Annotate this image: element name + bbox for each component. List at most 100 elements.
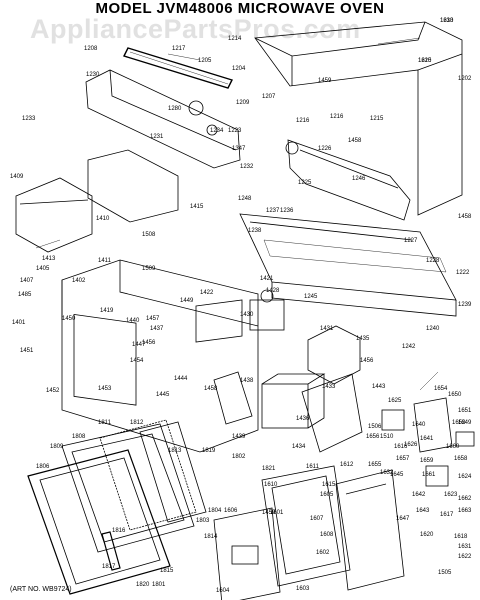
part-number-labels: 1213121012021217121612141208120912051204… bbox=[10, 18, 472, 594]
part-label: 1409 bbox=[10, 174, 24, 180]
part-label: 1657 bbox=[396, 456, 410, 462]
blower-housing bbox=[287, 139, 411, 221]
part-label: 1820 bbox=[136, 582, 150, 588]
part-label: 1227 bbox=[404, 238, 418, 244]
part-label: 1205 bbox=[198, 58, 212, 64]
part-label: 1803 bbox=[196, 518, 210, 524]
part-label: 1422 bbox=[200, 290, 214, 296]
part-label: 1485 bbox=[18, 292, 32, 298]
part-label: 1623 bbox=[444, 492, 458, 498]
part-label: 1821 bbox=[262, 466, 276, 472]
part-label: 1222 bbox=[456, 270, 470, 276]
part-label: 1459 bbox=[318, 78, 332, 84]
part-label: 1631 bbox=[458, 544, 472, 550]
part-label: 1233 bbox=[22, 116, 36, 122]
part-label: 1806 bbox=[36, 464, 50, 470]
part-label: 1814 bbox=[204, 534, 218, 540]
part-label: 1817 bbox=[102, 564, 116, 570]
part-label: 1443 bbox=[372, 384, 386, 390]
part-label: 1401 bbox=[12, 320, 26, 326]
part-label: 1456 bbox=[360, 358, 374, 364]
part-label: 1456 bbox=[142, 340, 156, 346]
part-label: 1661 bbox=[422, 472, 436, 478]
part-label: 1508 bbox=[142, 232, 156, 238]
part-label: 1611 bbox=[306, 464, 320, 470]
part-label: 1663 bbox=[458, 508, 472, 514]
part-label: 1808 bbox=[72, 434, 86, 440]
door-handle bbox=[101, 531, 121, 571]
part-label: 1444 bbox=[174, 376, 188, 382]
part-label: 1602 bbox=[316, 550, 330, 556]
part-label: 1626 bbox=[404, 442, 418, 448]
part-label: 1622 bbox=[458, 554, 472, 560]
capacitor-bracket bbox=[213, 371, 253, 425]
part-label: 1649 bbox=[458, 420, 472, 426]
part-label: 1813 bbox=[168, 448, 182, 454]
part-label: 1245 bbox=[304, 294, 318, 300]
part-label: 1225 bbox=[298, 180, 312, 186]
part-label: 1228 bbox=[426, 258, 440, 264]
magnetron bbox=[249, 299, 285, 331]
part-label: 1453 bbox=[98, 386, 112, 392]
part-label: 1438 bbox=[240, 378, 254, 384]
part-label: 1230 bbox=[86, 72, 100, 78]
part-label: 1618 bbox=[454, 534, 468, 540]
part-label: 1620 bbox=[420, 532, 434, 538]
part-label: 1240 bbox=[426, 326, 440, 332]
part-label: 1402 bbox=[72, 278, 86, 284]
part-label: 1207 bbox=[262, 94, 276, 100]
part-label: 1410 bbox=[96, 216, 110, 222]
part-label: 1419 bbox=[100, 308, 114, 314]
outer-case-top bbox=[254, 21, 426, 57]
part-label: 1454 bbox=[130, 358, 144, 364]
part-label: 1610 bbox=[264, 482, 278, 488]
waveguide bbox=[195, 299, 243, 343]
part-label: 1640 bbox=[412, 422, 426, 428]
part-label: 1606 bbox=[224, 508, 238, 514]
part-label: 1641 bbox=[420, 436, 434, 442]
part-label: 1819 bbox=[202, 448, 216, 454]
part-label: 1204 bbox=[232, 66, 246, 72]
part-label: 1656 bbox=[366, 434, 380, 440]
part-label: 1430 bbox=[240, 312, 254, 318]
front-panel bbox=[335, 469, 405, 591]
part-label: 1457 bbox=[146, 316, 160, 322]
part-label: 1413 bbox=[42, 256, 56, 262]
part-label: 1436 bbox=[296, 416, 310, 422]
part-label: 1625 bbox=[388, 398, 402, 404]
part-label: 1231 bbox=[150, 134, 164, 140]
part-label: 1655 bbox=[368, 462, 382, 468]
part-label: 1660 bbox=[446, 444, 460, 450]
part-label: 1510 bbox=[380, 434, 394, 440]
part-label: 1643 bbox=[416, 508, 430, 514]
part-label: 1654 bbox=[434, 386, 448, 392]
part-label: 1208 bbox=[84, 46, 98, 52]
part-label: 1238 bbox=[248, 228, 262, 234]
part-label: 1506 bbox=[368, 424, 382, 430]
part-label: 1625 bbox=[418, 58, 432, 64]
part-label: 1234 bbox=[210, 128, 224, 134]
transformer bbox=[261, 383, 309, 429]
part-label: 1239 bbox=[458, 302, 472, 308]
part-label: 1801 bbox=[152, 582, 166, 588]
art-number-label: (ART NO. WB9724) bbox=[10, 586, 72, 593]
diagram-title: MODEL JVM48006 MICROWAVE OVEN bbox=[95, 0, 385, 17]
part-label: 1608 bbox=[320, 532, 334, 538]
part-label: 1509 bbox=[142, 266, 156, 272]
part-label: 1450 bbox=[62, 316, 76, 322]
part-label: 1617 bbox=[440, 512, 454, 518]
door-outer-frame bbox=[27, 449, 171, 595]
part-label: 1624 bbox=[458, 474, 472, 480]
part-label: 1421 bbox=[260, 276, 274, 282]
latch-bracket bbox=[413, 397, 453, 453]
part-label: 1217 bbox=[172, 46, 186, 52]
part-label: 1616 bbox=[394, 444, 408, 450]
part-label: 1236 bbox=[280, 208, 294, 214]
part-label: 1440 bbox=[126, 318, 140, 324]
part-label: 1647 bbox=[396, 516, 410, 522]
door-screen bbox=[139, 421, 207, 523]
door-inner bbox=[61, 423, 195, 553]
part-label: 1449 bbox=[180, 298, 194, 304]
part-label: 1603 bbox=[296, 586, 310, 592]
part-label: 1215 bbox=[370, 116, 384, 122]
